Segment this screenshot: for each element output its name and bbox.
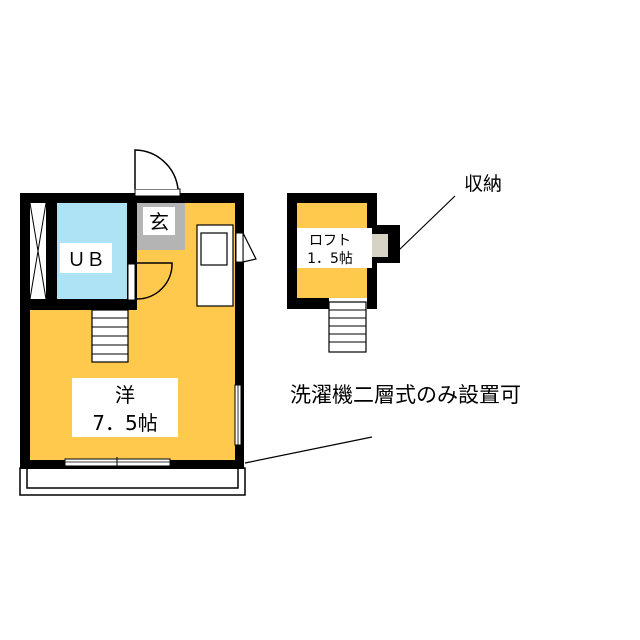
- bath-label-box: [60, 243, 112, 273]
- side-door: [235, 232, 257, 263]
- entrance-label: 玄: [149, 210, 169, 234]
- right-window: [234, 384, 242, 446]
- storage-leader-line: [398, 195, 456, 251]
- storage-label: 収納: [464, 173, 502, 195]
- loft-size: 1．5帖: [307, 251, 353, 267]
- entrance-label-box: [143, 207, 175, 235]
- washer-note: 洗濯機二層式のみ設置可: [290, 383, 521, 407]
- bottom-window: [64, 457, 171, 468]
- front-door: [134, 149, 181, 197]
- storage-space: [372, 234, 388, 257]
- main-room-name: 洋: [115, 383, 135, 407]
- loft: [287, 193, 400, 353]
- main-room-size: 7．5帖: [92, 411, 157, 435]
- kitchen-counter: [196, 224, 234, 307]
- bath-door: [127, 262, 173, 301]
- main-room-label-box: [72, 378, 178, 437]
- balcony: [19, 467, 246, 496]
- loft-stairs: [328, 301, 367, 353]
- washer-leader-line: [244, 436, 373, 464]
- stairs: [91, 309, 129, 363]
- bath-label: ＵＢ: [67, 249, 105, 271]
- loft-name: ロフト: [309, 233, 351, 249]
